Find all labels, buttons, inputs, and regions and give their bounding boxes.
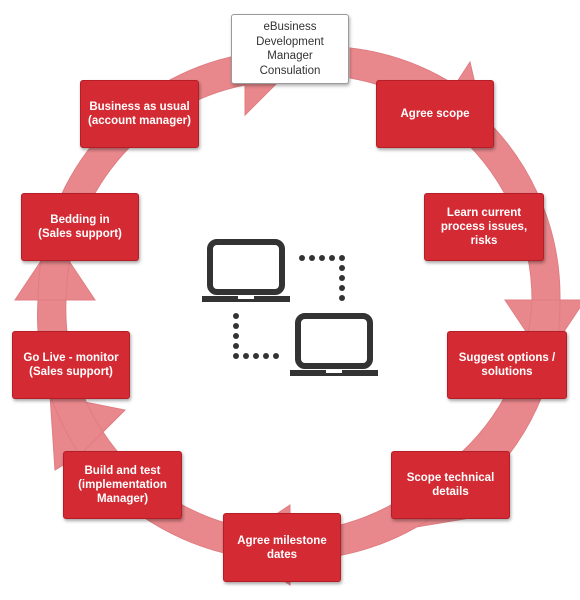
step-learn-current[interactable]: Learn current process issues, risks	[424, 193, 544, 261]
laptop-icon-left	[202, 239, 290, 302]
laptop-icon-right	[290, 313, 378, 376]
step-agree-milestone[interactable]: Agree milestone dates	[223, 513, 341, 582]
step-business-usual[interactable]: Business as usual (account manager)	[80, 80, 199, 148]
step-bedding-in[interactable]: Bedding in (Sales support)	[21, 193, 139, 261]
two-connected-laptops-icon	[202, 239, 378, 376]
step-agree-scope[interactable]: Agree scope	[376, 80, 494, 148]
step-go-live[interactable]: Go Live - monitor (Sales support)	[12, 331, 130, 399]
dotted-connector	[233, 255, 345, 359]
step-suggest-options[interactable]: Suggest options / solutions	[447, 331, 567, 399]
step-build-test[interactable]: Build and test (implementation Manager)	[63, 451, 182, 519]
step-scope-technical[interactable]: Scope technical details	[391, 451, 510, 519]
step-consultation[interactable]: eBusiness Development Manager Consulatio…	[231, 14, 349, 84]
